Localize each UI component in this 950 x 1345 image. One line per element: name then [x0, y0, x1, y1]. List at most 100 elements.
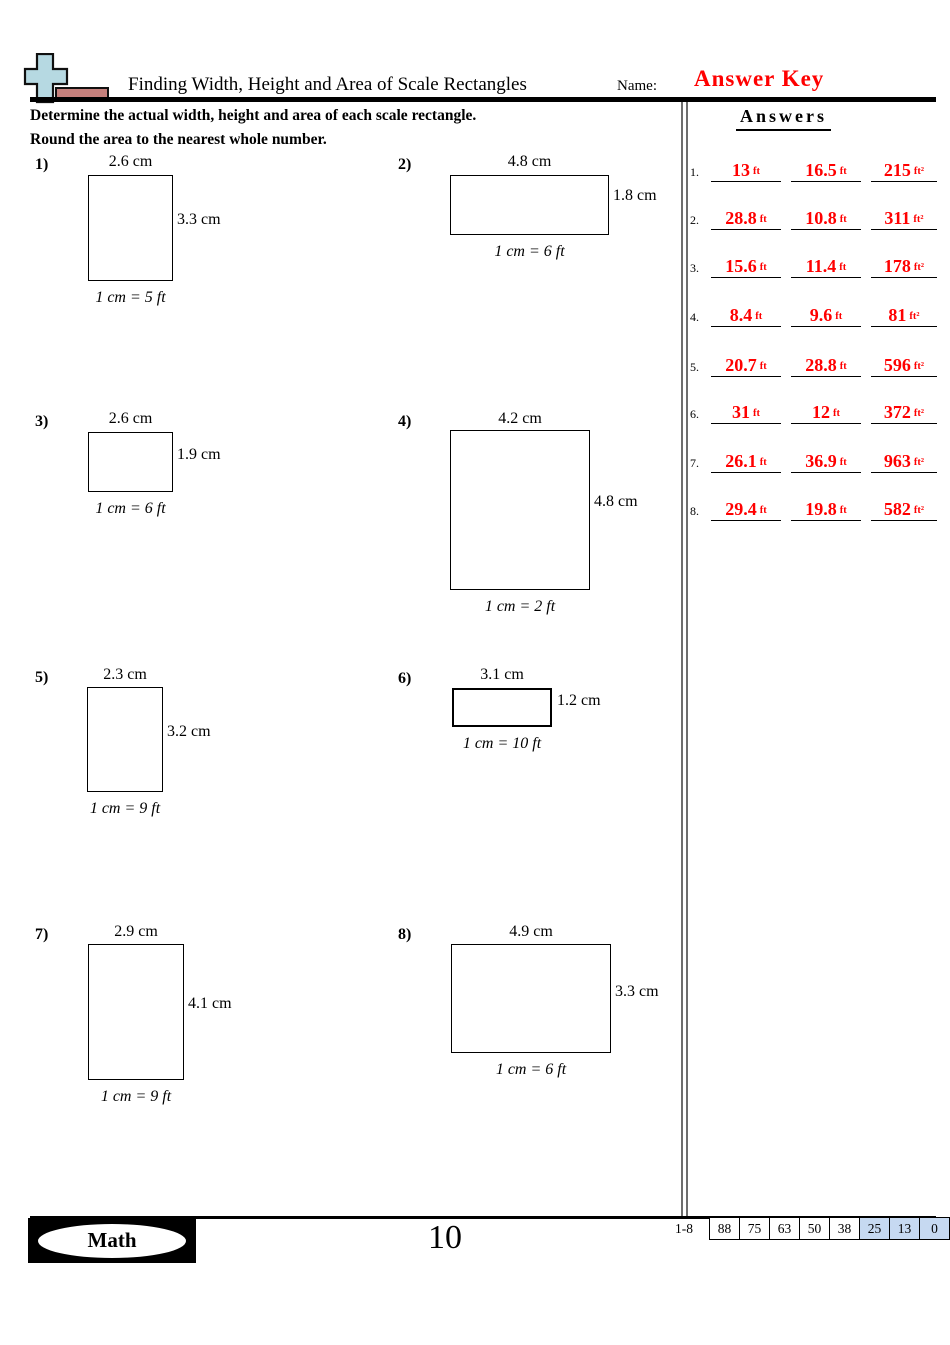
- score-cell: 88: [709, 1217, 740, 1240]
- answer-area-value: 215: [883, 160, 911, 180]
- answer-area-value: 372: [883, 402, 911, 422]
- answer-area-unit: ft²: [909, 310, 920, 322]
- answer-height-unit: ft: [839, 213, 847, 225]
- answer-area-value: 178: [883, 256, 911, 276]
- score-table: 88 75 63 50 38 25 13 0: [709, 1217, 950, 1240]
- answer-width-value: 29.4: [725, 499, 757, 519]
- answer-height-unit: ft: [839, 504, 847, 516]
- height-label: 1.9 cm: [177, 446, 221, 463]
- instruction-line-1: Determine the actual width, height and a…: [30, 107, 477, 124]
- answer-height-unit: ft: [839, 261, 847, 273]
- footer-divider-line: [30, 1216, 936, 1219]
- answer-number: 8.: [690, 504, 699, 518]
- answer-width-value: 15.6: [725, 256, 757, 276]
- score-range-label: 1-8: [675, 1221, 693, 1236]
- answer-height-value: 10.8: [805, 208, 837, 228]
- height-label: 1.2 cm: [557, 692, 601, 709]
- vertical-divider: [681, 102, 688, 1217]
- width-label: 2.6 cm: [108, 153, 153, 170]
- problem-number: 7): [35, 926, 49, 943]
- answer-area-unit: ft²: [913, 504, 925, 516]
- width-label: 3.1 cm: [480, 666, 524, 683]
- width-label: 4.8 cm: [507, 153, 552, 170]
- width-label: 2.3 cm: [103, 666, 147, 683]
- scale-label: 1 cm = 5 ft: [95, 289, 166, 306]
- scale-rectangle: [450, 430, 590, 590]
- answer-area-unit: ft²: [913, 407, 925, 419]
- answer-height-value: 12: [812, 402, 830, 422]
- answer-width-unit: ft: [753, 407, 760, 419]
- answer-height-unit: ft: [839, 165, 847, 177]
- scale-label: 1 cm = 2 ft: [484, 598, 556, 615]
- math-logo-text: Math: [87, 1228, 137, 1252]
- answer-area-value: 596: [883, 355, 911, 375]
- scale-label: 1 cm = 6 ft: [494, 243, 565, 260]
- answer-number: 3.: [690, 261, 699, 275]
- answer-area-value: 963: [883, 451, 911, 471]
- answer-area-unit: ft²: [913, 261, 925, 273]
- scale-label: 1 cm = 6 ft: [495, 1061, 567, 1078]
- answer-width-unit: ft: [759, 456, 767, 468]
- answer-number: 4.: [690, 310, 699, 324]
- width-label: 4.2 cm: [498, 410, 542, 427]
- answer-height-value: 9.6: [809, 305, 833, 325]
- scale-rectangle: [88, 944, 184, 1080]
- answer-width-value: 31: [732, 402, 750, 422]
- answers-title: Answers: [736, 106, 831, 131]
- answer-area-value: 311: [884, 208, 911, 228]
- answer-width-unit: ft: [753, 165, 760, 177]
- height-label: 3.2 cm: [167, 723, 211, 740]
- scale-label: 1 cm = 9 ft: [89, 800, 161, 817]
- answer-width-value: 13: [732, 160, 750, 180]
- answer-key-text: Answer Key: [694, 66, 825, 91]
- answer-area-unit: ft²: [913, 165, 925, 177]
- height-label: 3.3 cm: [615, 983, 659, 1000]
- answer-height-unit: ft: [835, 310, 843, 322]
- score-cell: 13: [889, 1217, 920, 1240]
- answer-area-unit: ft²: [913, 213, 924, 225]
- height-label: 1.8 cm: [613, 187, 657, 204]
- scale-rectangle: [88, 432, 173, 492]
- answer-area-unit: ft²: [913, 456, 925, 468]
- answer-width-unit: ft: [759, 213, 767, 225]
- answer-width-value: 26.1: [725, 451, 757, 471]
- height-label: 3.3 cm: [177, 211, 221, 228]
- answer-area-unit: ft²: [913, 360, 925, 372]
- name-label: Name:: [617, 78, 657, 94]
- answer-width-unit: ft: [759, 261, 767, 273]
- answer-width-value: 8.4: [729, 305, 753, 325]
- answer-width-value: 28.8: [725, 208, 757, 228]
- width-label: 2.6 cm: [108, 410, 153, 427]
- answer-width-unit: ft: [759, 504, 767, 516]
- problem-number: 8): [398, 926, 412, 943]
- answer-number: 6.: [690, 407, 699, 421]
- answer-height-unit: ft: [839, 360, 847, 372]
- math-logo-ellipse: Math: [36, 1221, 188, 1260]
- scale-rectangle: [452, 688, 552, 727]
- answer-width-unit: ft: [759, 360, 767, 372]
- answer-number: 7.: [690, 456, 699, 470]
- scale-rectangle: [450, 175, 609, 235]
- page-title: Finding Width, Height and Area of Scale …: [128, 74, 527, 95]
- math-logo: Math: [28, 1218, 196, 1263]
